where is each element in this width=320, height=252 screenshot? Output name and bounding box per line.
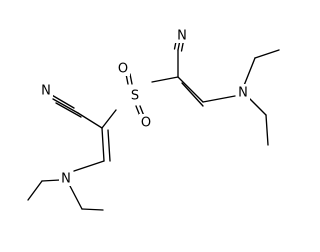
bonds [27,33,280,211]
bond-n-ethyl-down-1 [248,97,267,116]
bond-s-o-top-2 [129,73,133,85]
molecule-diagram: N N O S O N N [27,27,280,211]
nitrile-n-right-label: N [177,29,187,44]
sulfonyl-oxygen-bottom-label: O [141,116,151,131]
amine-n-right-label: N [238,86,248,101]
bond-triple-left-2 [52,98,79,114]
atom-labels: N N O S O N N [39,27,250,187]
bond-n-ethyl-up-1 [242,57,256,89]
bond-n-ethyl-down-left-2 [81,208,104,211]
bond-n-ethyl-up-2 [254,49,280,59]
bond-double-right-2 [181,82,204,107]
bond-triple-left-1 [49,93,75,109]
nitrile-n-left-label: N [41,84,51,99]
bond-s-alpha-right [151,76,179,83]
bond-double-left-2 [107,129,111,162]
bond-n-ethyl-left-2 [27,180,43,201]
bond-s-alpha-left [101,109,117,129]
bond-cn-left-to-alpha [77,112,103,129]
bond-vinyl-n-left [73,160,105,172]
bond-n-ethyl-down-2 [265,114,269,146]
bond-n-ethyl-left-1 [41,179,61,182]
sulfur-label: S [131,89,139,104]
amine-n-left-label: N [61,172,71,187]
bond-triple-left-3 [55,102,82,118]
bond-vinyl-n-right [202,95,236,103]
sulfonyl-oxygen-top-label: O [118,62,128,77]
bond-double-right-1 [177,76,204,103]
bond-n-ethyl-down-left-1 [69,185,83,210]
bond-double-left-1 [101,127,105,162]
